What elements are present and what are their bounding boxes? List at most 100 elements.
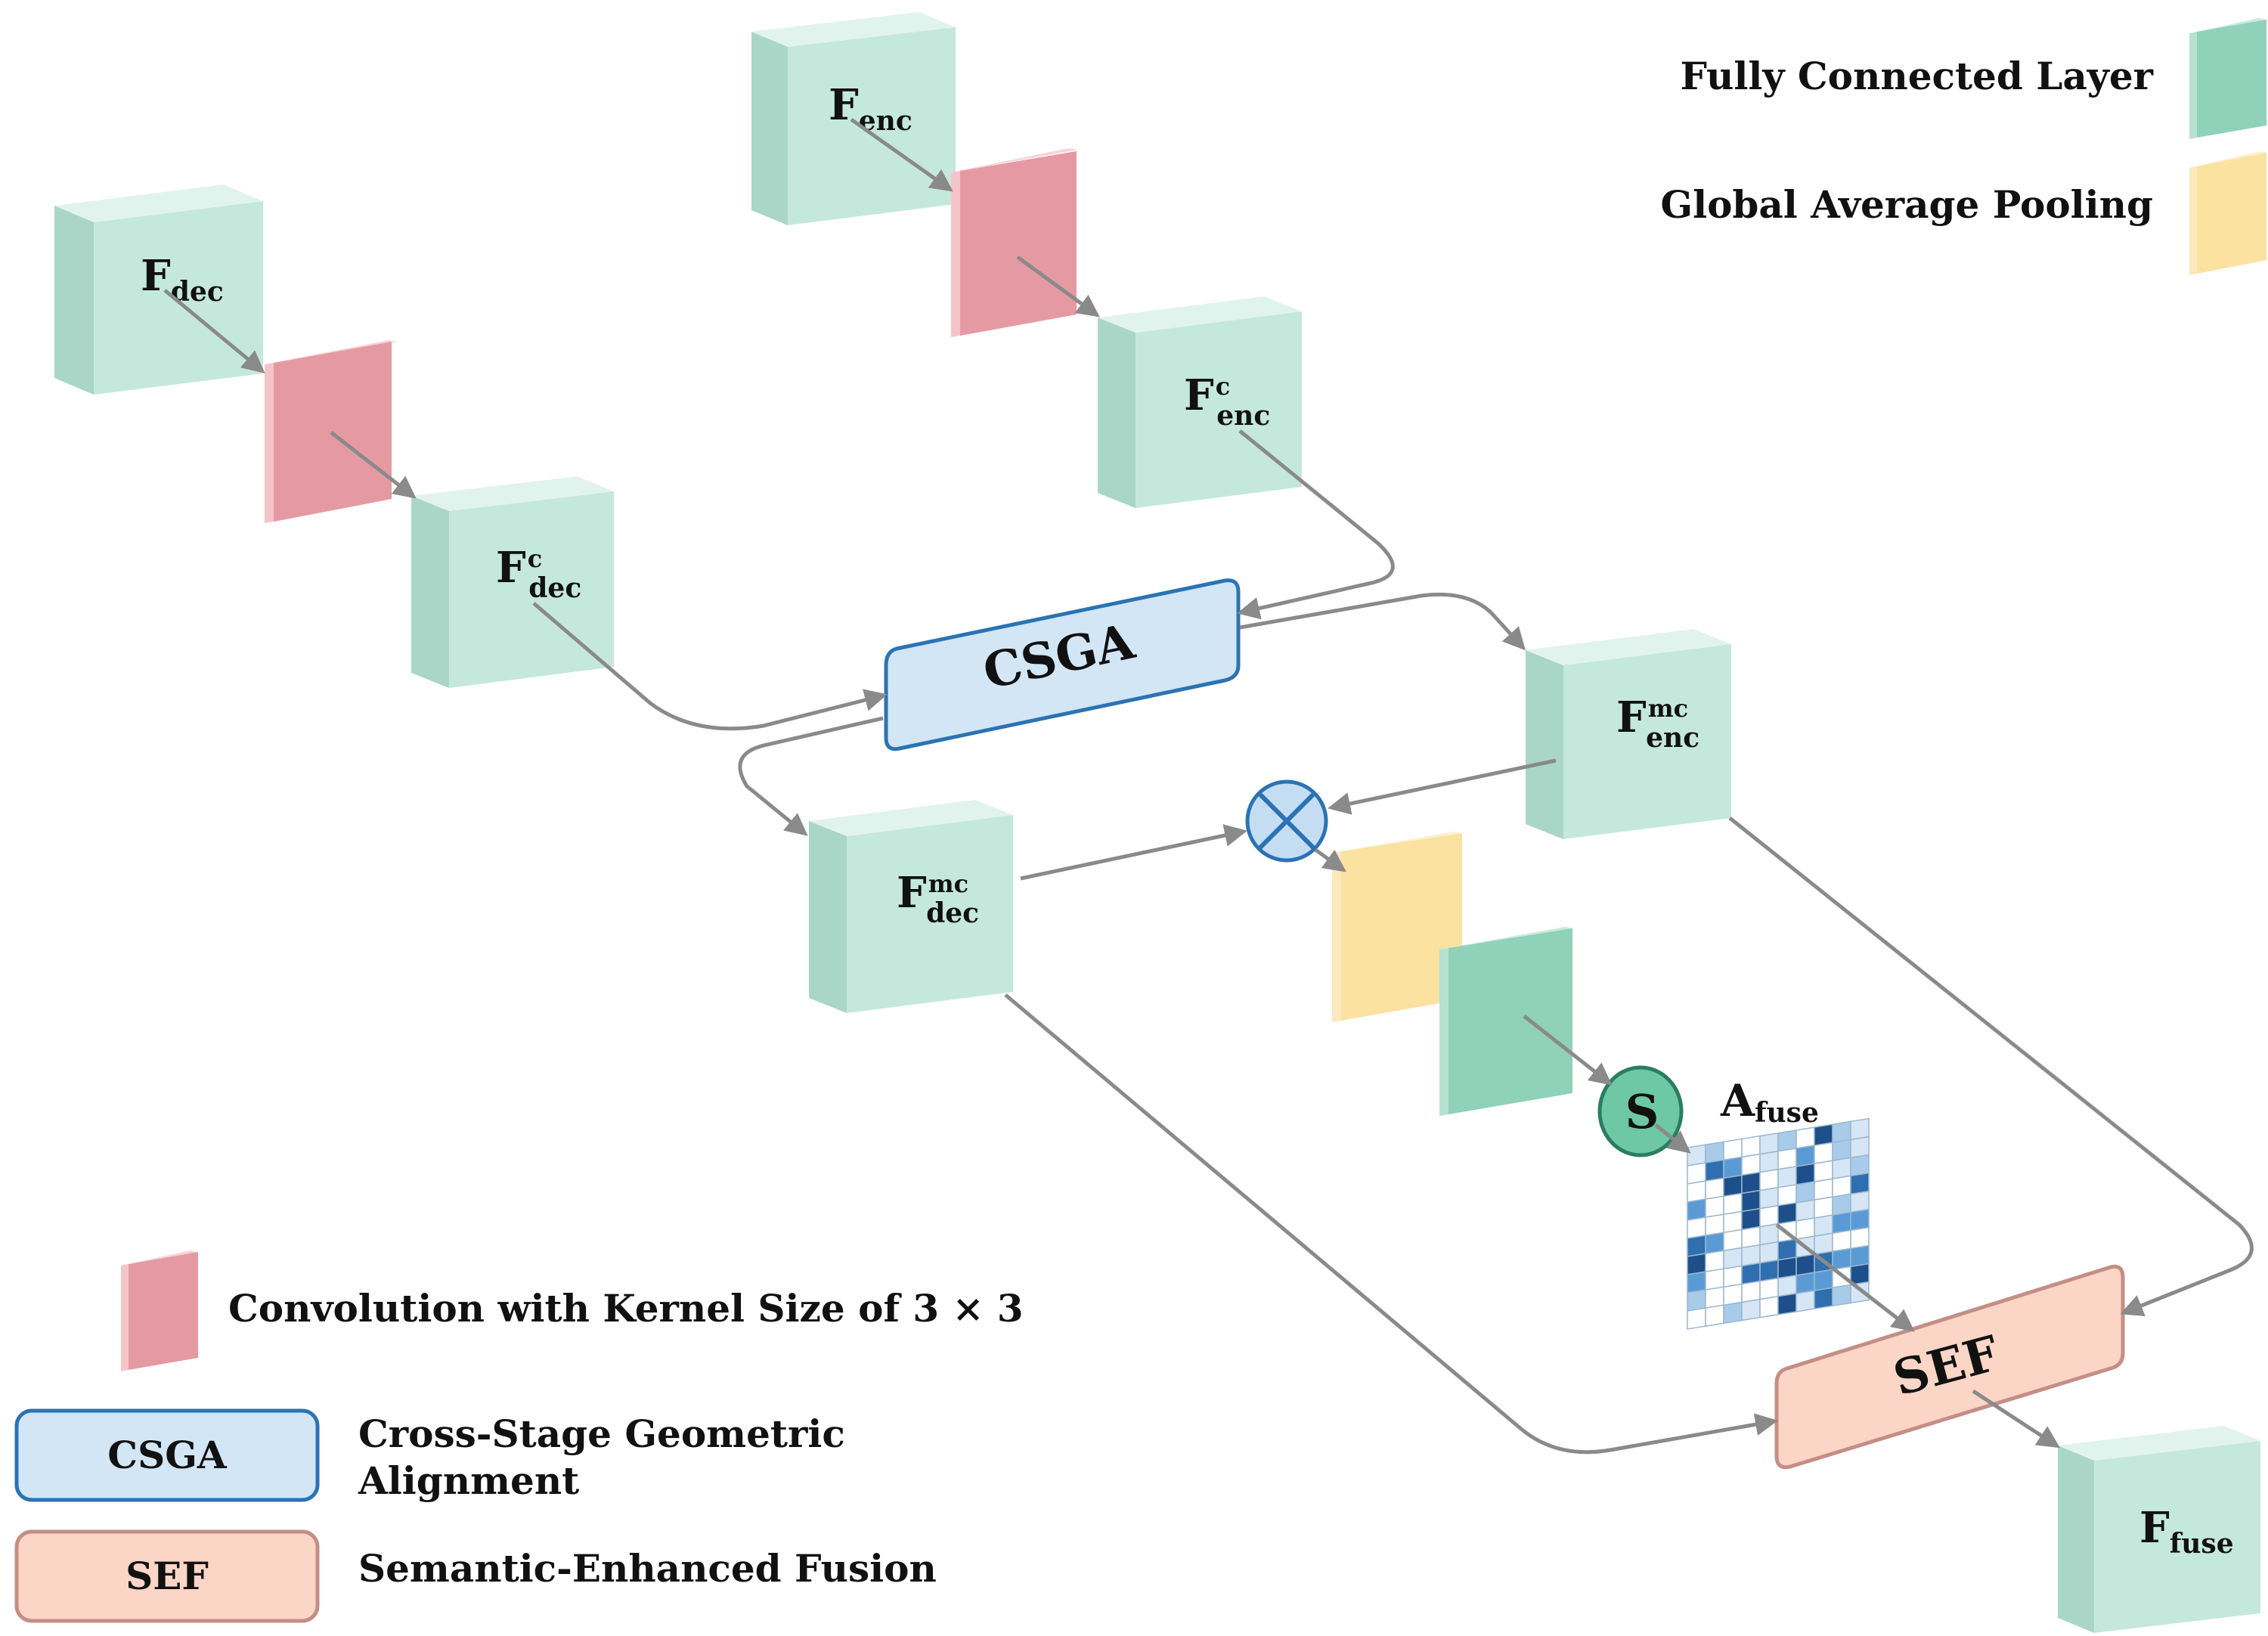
- matrix-cell: [1723, 1156, 1743, 1179]
- matrix-cell: [1850, 1172, 1870, 1195]
- matrix-cell: [1850, 1190, 1870, 1213]
- matrix-cell: [1850, 1244, 1870, 1268]
- a-fuse-label: A: [1720, 1075, 1755, 1126]
- matrix-cell: [1705, 1268, 1724, 1291]
- matrix-cell: [1705, 1250, 1724, 1273]
- arrow-csga-to-fencmc: [1239, 592, 1526, 651]
- conv-plate-enc: [951, 148, 1078, 337]
- arrow-fdecmc-to-sef: [1004, 993, 1778, 1455]
- f-enc-mc-label: F: [1616, 693, 1647, 742]
- matrix-cell: [1705, 1232, 1724, 1255]
- matrix-cell: [1741, 1171, 1761, 1194]
- matrix-cell: [1705, 1177, 1724, 1201]
- arrow-matrix-to-sef: [1775, 1223, 1915, 1332]
- legend-conv-swatch: [121, 1250, 198, 1371]
- matrix-cell: [1687, 1180, 1706, 1203]
- matrix-cell: [1723, 1301, 1743, 1325]
- legend-csga-desc-1: Cross-Stage Geometric: [358, 1411, 845, 1456]
- matrix-cell: [1687, 1271, 1706, 1294]
- matrix-cell: [1741, 1135, 1761, 1158]
- matrix-cell: [1723, 1229, 1743, 1252]
- f-dec-cube: Fdec: [54, 184, 263, 395]
- arrow-conv-to-fencc: [1016, 255, 1100, 318]
- f-enc-c-label: F: [1184, 370, 1214, 420]
- matrix-cell: [1723, 1247, 1743, 1270]
- a-fuse-matrix: [1687, 1117, 1870, 1330]
- arrow-fc-to-softmax: [1523, 1015, 1613, 1086]
- matrix-cell: [1796, 1199, 1815, 1222]
- multiply-node: [1245, 779, 1328, 863]
- matrix-cell: [1759, 1295, 1779, 1318]
- matrix-cell: [1687, 1307, 1706, 1330]
- matrix-cell: [1777, 1202, 1797, 1225]
- arrow-csga-to-fdecmc: [738, 716, 884, 836]
- matrix-cell: [1741, 1225, 1761, 1249]
- matrix-cell: [1814, 1123, 1833, 1146]
- f-dec-mc-label: F: [897, 868, 927, 918]
- matrix-cell: [1723, 1174, 1743, 1198]
- matrix-cell: [1777, 1275, 1797, 1297]
- matrix-cell: [1796, 1217, 1815, 1240]
- legend-sef-key: SEF: [125, 1554, 209, 1598]
- matrix-cell: [1832, 1247, 1851, 1271]
- arrow-softmax-to-matrix: [1654, 1123, 1691, 1154]
- softmax-node: S: [1597, 1065, 1684, 1157]
- matrix-cell: [1832, 1211, 1851, 1235]
- matrix-cell: [1796, 1290, 1815, 1312]
- arrow-fencc-to-csga: [1237, 429, 1395, 620]
- arrow-fencmc-to-sef: [1728, 816, 2254, 1317]
- matrix-cell: [1705, 1304, 1724, 1328]
- matrix-cell: [1687, 1235, 1706, 1257]
- softmax-label: S: [1625, 1084, 1659, 1139]
- matrix-cell: [1741, 1280, 1761, 1303]
- matrix-cell: [1850, 1136, 1870, 1159]
- matrix-cell: [1759, 1222, 1779, 1246]
- matrix-cell: [1796, 1126, 1815, 1149]
- matrix-cell: [1759, 1132, 1779, 1155]
- matrix-cell: [1850, 1226, 1870, 1250]
- svg-text:Afuse: Afuse: [1720, 1075, 1819, 1129]
- matrix-cell: [1777, 1166, 1797, 1188]
- matrix-cell: [1723, 1192, 1743, 1216]
- svg-text:Ffuse: Ffuse: [2139, 1503, 2234, 1560]
- f-dec-c-label: F: [496, 543, 526, 593]
- matrix-cell: [1723, 1210, 1743, 1234]
- legend-gap-label: Global Average Pooling: [1660, 182, 2153, 227]
- arrow-fencmc-to-mult: [1328, 758, 1557, 815]
- matrix-cell: [1796, 1163, 1815, 1185]
- matrix-cell: [1777, 1238, 1797, 1261]
- legend-csga-key: CSGA: [107, 1433, 228, 1477]
- matrix-cell: [1759, 1150, 1779, 1173]
- matrix-cell: [1741, 1153, 1761, 1176]
- matrix-cell: [1796, 1253, 1815, 1276]
- matrix-cell: [1832, 1139, 1851, 1162]
- matrix-cell: [1814, 1214, 1833, 1237]
- matrix-cell: [1687, 1198, 1706, 1221]
- matrix-cell: [1687, 1162, 1706, 1185]
- matrix-cell: [1832, 1175, 1851, 1198]
- f-fuse-cube: Ffuse: [2058, 1426, 2260, 1633]
- matrix-cell: [1687, 1289, 1706, 1312]
- csga-block: CSGA: [884, 578, 1241, 751]
- arrow-fenc-to-conv: [850, 117, 953, 192]
- matrix-cell: [1832, 1193, 1851, 1216]
- matrix-cell: [1723, 1283, 1743, 1306]
- matrix-cell: [1832, 1229, 1851, 1253]
- matrix-cell: [1814, 1287, 1833, 1309]
- matrix-cell: [1705, 1159, 1724, 1182]
- legend-conv-label: Convolution with Kernel Size of 3 × 3: [228, 1286, 1024, 1331]
- conv-plate-dec: [265, 340, 398, 523]
- connection-arrows: [163, 117, 2254, 1455]
- matrix-cell: [1741, 1298, 1761, 1322]
- matrix-cell: [1777, 1184, 1797, 1207]
- matrix-cell: [1759, 1259, 1779, 1282]
- matrix-cell: [1705, 1286, 1724, 1309]
- matrix-cell: [1814, 1178, 1833, 1201]
- matrix-cell: [1687, 1253, 1706, 1275]
